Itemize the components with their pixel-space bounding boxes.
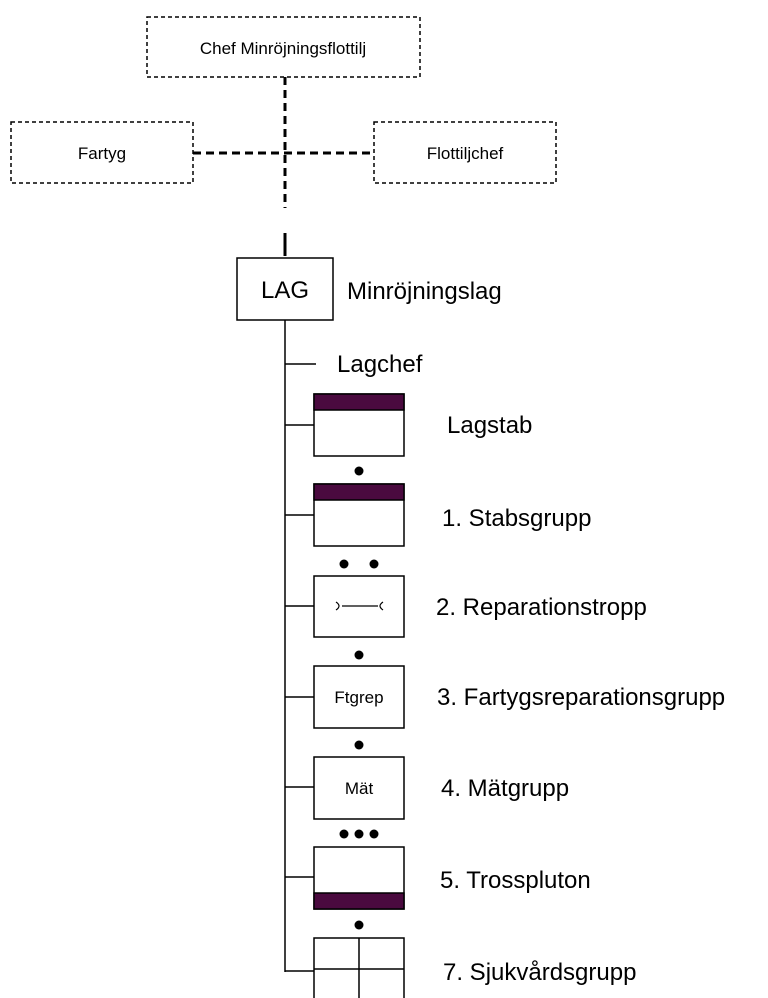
unit-name: 3. Fartygsreparationsgrupp — [437, 684, 725, 711]
size-dot — [354, 650, 364, 660]
unit-name: 5. Trosspluton — [440, 867, 591, 894]
size-dot — [369, 559, 379, 569]
size-dot — [354, 466, 364, 476]
staff-band-icon — [313, 483, 405, 501]
unit-fartygsreparationsgrupp: Ftgrep 3. Fartygsreparationsgrupp — [285, 665, 725, 729]
unit-stabsgrupp: 1. Stabsgrupp — [285, 483, 591, 547]
right-box-label: Flottiljchef — [427, 144, 504, 163]
unit-trosspluton: 5. Trosspluton — [285, 846, 591, 910]
wrench-icon — [335, 601, 384, 611]
main-unit-symbol: LAG — [261, 277, 309, 304]
main-unit: LAG Minröjningslag — [236, 257, 502, 321]
unit-sjukvardsgrupp: 7. Sjukvårdsgrupp — [285, 937, 636, 998]
size-dot — [354, 829, 364, 839]
dashed-connectors — [193, 77, 374, 208]
unit-reparationstropp: 2. Reparationstropp — [285, 575, 647, 638]
unit-lagstab: Lagstab — [285, 393, 532, 457]
size-dot — [354, 740, 364, 750]
unit-symbol-text: Mät — [345, 779, 374, 798]
right-box: Flottiljchef — [373, 121, 557, 184]
left-box-label: Fartyg — [78, 144, 126, 163]
unit-name: 7. Sjukvårdsgrupp — [443, 959, 636, 986]
medical-cross-icon — [314, 938, 404, 998]
supply-band-icon — [313, 892, 405, 910]
unit-name: 2. Reparationstropp — [436, 594, 647, 621]
unit-name: 4. Mätgrupp — [441, 775, 569, 802]
commander-label: Lagchef — [337, 351, 423, 378]
size-dot — [354, 920, 364, 930]
unit-name: Lagstab — [447, 412, 532, 439]
unit-symbol-text: Ftgrep — [334, 688, 383, 707]
size-dot — [369, 829, 379, 839]
staff-band-icon — [313, 393, 405, 411]
size-dot — [339, 559, 349, 569]
top-box: Chef Minröjningsflottilj — [146, 16, 421, 78]
unit-name: 1. Stabsgrupp — [442, 505, 591, 532]
commander: Lagchef — [285, 351, 423, 378]
size-dot — [339, 829, 349, 839]
unit-matgrupp: Mät 4. Mätgrupp — [285, 756, 569, 820]
left-box: Fartyg — [10, 121, 194, 184]
main-unit-name: Minröjningslag — [347, 278, 502, 305]
top-box-label: Chef Minröjningsflottilj — [200, 39, 366, 58]
